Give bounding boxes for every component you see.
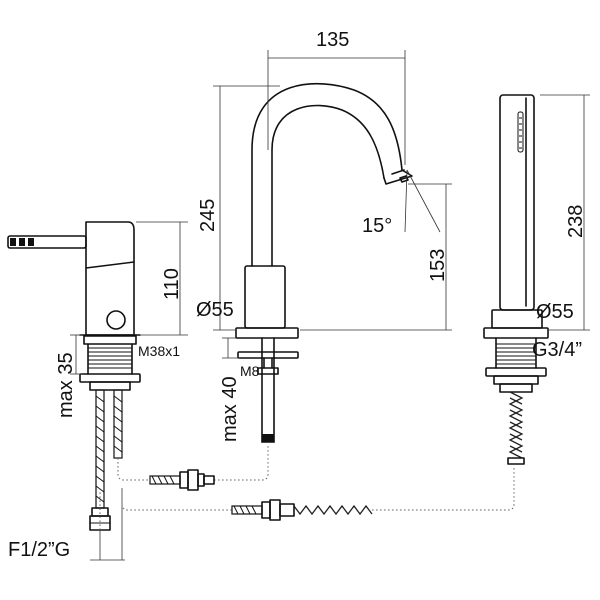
handshower-diameter-label: Ø55 xyxy=(536,301,574,323)
spout-hose-coupling xyxy=(149,469,215,491)
mixer-height-label: 110 xyxy=(161,268,183,300)
mixer-inlet-hoses xyxy=(89,389,123,531)
handshower-height-label: 238 xyxy=(565,205,587,238)
mixer-lever xyxy=(7,235,87,249)
spout-diameter-label: Ø55 xyxy=(196,299,234,321)
mixer-max-deck-dimension: max 35 xyxy=(55,334,82,418)
spout-thread-label: M8 xyxy=(240,363,260,379)
mixer-thread xyxy=(87,343,133,375)
handshower xyxy=(483,94,549,465)
handshower-thread-label: G3/4” xyxy=(532,339,582,361)
spout-angle-label: 15° xyxy=(362,215,392,237)
inlet-connection-marker xyxy=(90,488,125,561)
spout-max-deck-label: max 40 xyxy=(219,376,241,442)
spout-angle-dimension: 15° xyxy=(362,169,441,237)
spout-outlet-height-dimension: 153 xyxy=(300,183,452,331)
spout xyxy=(235,82,413,443)
mixer-body xyxy=(7,221,141,531)
spout-height-dimension: 245 xyxy=(197,85,280,331)
spout-reach-dimension: 135 xyxy=(267,29,406,165)
inlet-connection-label: F1/2”G xyxy=(8,539,70,561)
mixer-thread-label: M38x1 xyxy=(138,343,180,359)
spout-reach-label: 135 xyxy=(316,29,349,51)
handshower-height-dimension: 238 xyxy=(540,94,590,331)
mixer-max-deck-label: max 35 xyxy=(55,352,77,418)
spout-max-deck-dimension: max 40 xyxy=(219,337,241,442)
handshower-hose-coupling xyxy=(231,499,295,521)
spout-outlet-height-label: 153 xyxy=(427,249,449,282)
mixer-height-dimension: 110 xyxy=(136,221,188,336)
spout-height-label: 245 xyxy=(197,199,219,232)
connecting-hoses xyxy=(99,444,515,530)
